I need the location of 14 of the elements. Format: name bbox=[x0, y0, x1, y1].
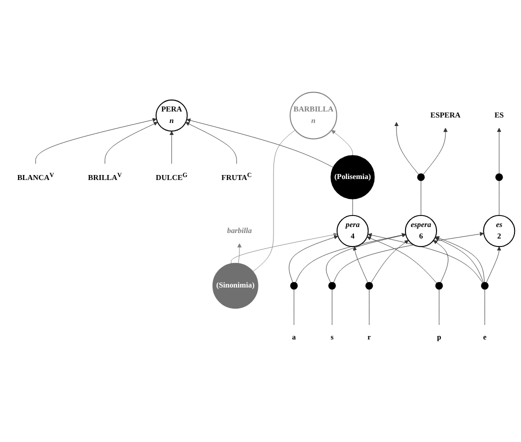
node-circle bbox=[480, 282, 489, 290]
connector bbox=[498, 180, 500, 216]
node-circle bbox=[328, 282, 336, 290]
node-circle bbox=[435, 282, 443, 290]
node-circle bbox=[495, 173, 503, 181]
connector bbox=[438, 288, 440, 326]
connector bbox=[420, 180, 422, 216]
node-circle bbox=[290, 282, 298, 290]
node-circle bbox=[417, 173, 425, 181]
connector bbox=[484, 288, 486, 326]
connector bbox=[352, 198, 353, 216]
connector bbox=[368, 288, 370, 326]
node-circle bbox=[365, 282, 373, 290]
connector bbox=[252, 130, 296, 272]
